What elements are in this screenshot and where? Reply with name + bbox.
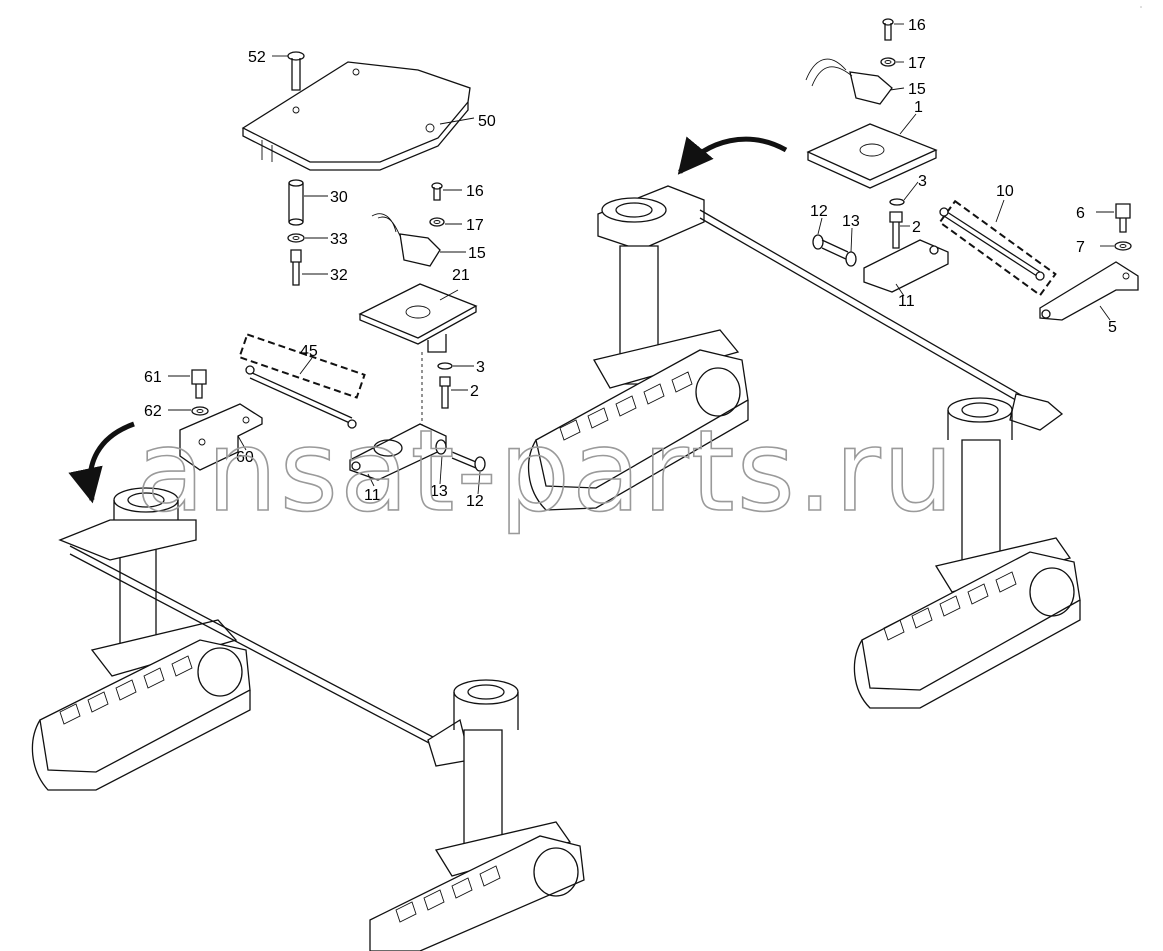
right-front-leg: [593, 185, 740, 389]
spacer-30: [288, 179, 304, 226]
callout-3-right: 3: [918, 173, 927, 190]
washer-3-right: [889, 198, 905, 206]
callout-15: 15: [468, 245, 486, 262]
callout-52: 52: [248, 49, 266, 66]
bolt-2-left: [439, 376, 451, 409]
callout-10: 10: [996, 183, 1014, 200]
callout-45: 45: [300, 343, 318, 360]
washer-17-right: [880, 57, 896, 67]
callout-5: 5: [1108, 319, 1117, 336]
left-front-track: [31, 639, 251, 791]
callout-61: 61: [144, 369, 162, 386]
bolt-6: [1115, 203, 1131, 233]
corner-mark: °: [1140, 6, 1142, 12]
sensor-15-right: [805, 58, 893, 105]
callout-6: 6: [1076, 205, 1085, 222]
callout-1: 1: [914, 99, 923, 116]
callout-13-right: 13: [842, 213, 860, 230]
arrow-left: [68, 421, 135, 504]
callout-16: 16: [466, 183, 484, 200]
washer-3-left: [437, 362, 453, 370]
callout-2-right: 2: [912, 219, 921, 236]
bolt-16-right: [882, 18, 894, 41]
leader-lines: [168, 23, 1114, 495]
callout-30: 30: [330, 189, 348, 206]
watermark: ansat-parts.ru: [136, 407, 956, 537]
bolt-32: [290, 249, 302, 286]
callout-labels: 52 50 30 33 32 16 17 15 21 45 3 2 61 62 …: [144, 17, 1117, 510]
bolt-12-right: [812, 234, 849, 261]
tie-rod-right: [699, 209, 1027, 407]
bracket-5: [1039, 261, 1139, 321]
mount-plate-1: [806, 123, 938, 189]
callout-33: 33: [330, 231, 348, 248]
bolt-2-right: [889, 211, 903, 249]
bolt-12-left: [451, 451, 486, 472]
callout-50: 50: [478, 113, 496, 130]
callout-13: 13: [430, 483, 448, 500]
callout-15-right: 15: [908, 81, 926, 98]
washer-33: [287, 233, 305, 243]
callout-21: 21: [452, 267, 470, 284]
left-rear-leg: [427, 679, 572, 877]
callout-60: 60: [236, 449, 254, 466]
right-front-track: [527, 349, 749, 511]
callout-17-right: 17: [908, 55, 926, 72]
clamp-11-right: [863, 239, 949, 293]
washer-7: [1114, 241, 1132, 251]
linkage-rod-10: [938, 199, 1057, 297]
sensor-15-left: [371, 213, 441, 267]
arrow-right: [677, 136, 788, 175]
linkage-rod-45: [238, 333, 366, 429]
right-rear-track: [853, 551, 1081, 709]
callout-11: 11: [364, 487, 381, 504]
bolt-16-left: [431, 182, 443, 201]
left-front-leg: [58, 487, 238, 677]
washer-17-left: [429, 217, 445, 227]
washer-13-left: [435, 439, 447, 455]
callout-17: 17: [466, 217, 484, 234]
tie-rod-left: [69, 545, 451, 755]
callout-3: 3: [476, 359, 485, 376]
washer-62: [191, 406, 209, 416]
washer-13-right: [845, 251, 857, 267]
callout-62: 62: [144, 403, 162, 420]
screw-52: [287, 51, 305, 91]
callout-2: 2: [470, 383, 479, 400]
right-rear-leg: [934, 393, 1072, 593]
bolt-61: [191, 369, 207, 399]
cover-plate-50: [241, 61, 471, 171]
callout-7: 7: [1076, 239, 1085, 256]
left-rear-track: [369, 835, 585, 951]
mount-plate-21: [358, 283, 478, 353]
callout-12-right: 12: [810, 203, 828, 220]
callout-16-right: 16: [908, 17, 926, 34]
callout-32: 32: [330, 267, 348, 284]
callout-12: 12: [466, 493, 484, 510]
callout-11-right: 11: [898, 293, 915, 310]
